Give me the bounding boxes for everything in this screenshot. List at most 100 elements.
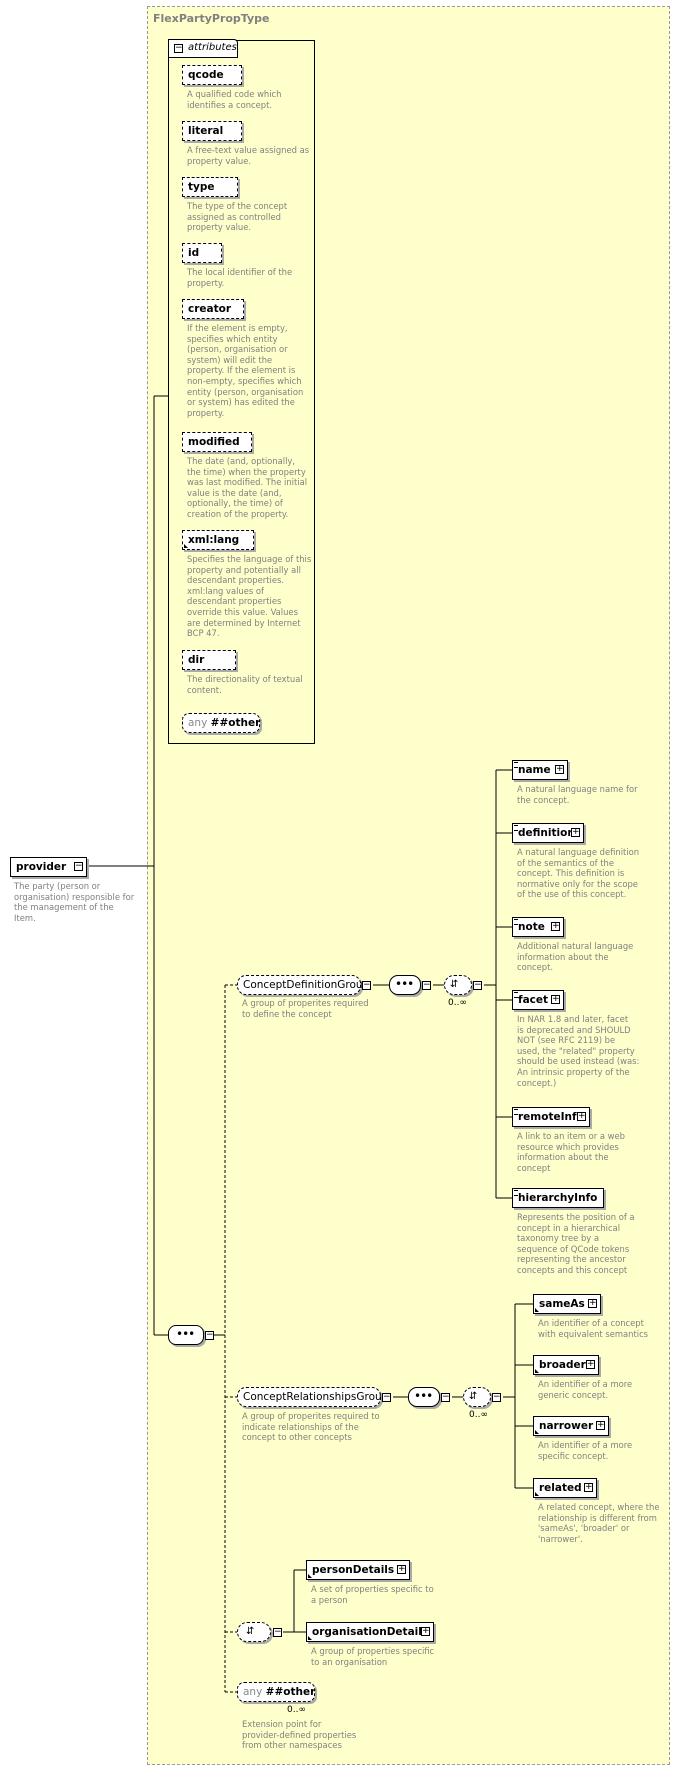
choice-compositor[interactable]: ⇵ bbox=[463, 1387, 491, 1407]
element-name[interactable]: name bbox=[512, 760, 568, 780]
attribute-id[interactable]: id bbox=[182, 243, 222, 263]
attribute-type[interactable]: type bbox=[182, 177, 238, 197]
reference-icon bbox=[308, 1636, 312, 1640]
element-personDetails[interactable]: personDetails bbox=[306, 1560, 410, 1580]
collapse-icon[interactable]: − bbox=[473, 980, 482, 990]
description-line: concept in a hierarchical bbox=[517, 1222, 621, 1233]
group-name: ConceptRelationshipsGroup bbox=[243, 1391, 389, 1403]
element-name: type bbox=[188, 181, 215, 193]
element-description: The date (and, optionally,the time) when… bbox=[187, 456, 307, 520]
element-hierarchyInfo[interactable]: hierarchyInfo bbox=[512, 1188, 604, 1208]
element-name: qcode bbox=[188, 69, 224, 81]
collapse-icon[interactable]: − bbox=[205, 1330, 214, 1340]
collapse-icon[interactable]: − bbox=[273, 1627, 282, 1637]
description-line: (person, organisation or bbox=[187, 344, 288, 355]
description-line: normative only for the scope bbox=[517, 878, 638, 889]
description-line: organisation) responsible for bbox=[14, 891, 135, 902]
element-name: note bbox=[518, 921, 545, 933]
description-line: A group of properties specific bbox=[311, 1646, 435, 1656]
collapse-icon[interactable]: − bbox=[422, 980, 431, 990]
sequence-compositor[interactable]: ••• bbox=[168, 1325, 204, 1345]
extension-any-other[interactable]: any ##other bbox=[237, 1682, 315, 1702]
description-line: with equivalent semantics bbox=[538, 1328, 649, 1339]
attribute-creator[interactable]: creator bbox=[182, 299, 244, 319]
description-line: descendant properties bbox=[187, 596, 282, 607]
expand-icon[interactable]: + bbox=[397, 1564, 406, 1574]
expand-icon[interactable]: + bbox=[584, 1482, 593, 1492]
expand-icon[interactable]: + bbox=[588, 1298, 597, 1308]
expand-icon[interactable]: + bbox=[551, 994, 560, 1004]
description-line: The type of the concept bbox=[187, 201, 288, 211]
content-icon bbox=[514, 825, 518, 831]
reference-icon bbox=[535, 1308, 539, 1312]
attribute-qcode[interactable]: qcode bbox=[182, 65, 242, 85]
collapse-icon[interactable]: − bbox=[174, 43, 183, 53]
element-organisationDetails[interactable]: organisationDetails bbox=[306, 1622, 434, 1642]
collapse-icon[interactable]: − bbox=[74, 861, 83, 871]
collapse-icon[interactable]: − bbox=[441, 1392, 450, 1402]
description-line: concept. This definition is bbox=[517, 868, 625, 879]
expand-icon[interactable]: + bbox=[596, 1420, 605, 1430]
description-line: A group of properites required to bbox=[242, 1411, 380, 1421]
description-line: of the use of this concept. bbox=[517, 889, 627, 900]
element-name: remoteInfo bbox=[518, 1111, 584, 1123]
sequence-icon: ••• bbox=[414, 1389, 433, 1403]
root-element-provider[interactable]: provider − bbox=[10, 857, 87, 877]
expand-icon[interactable]: + bbox=[586, 1359, 595, 1369]
description-line: property and potentially all bbox=[187, 564, 301, 575]
attribute-dir[interactable]: dir bbox=[182, 650, 236, 670]
expand-icon[interactable]: + bbox=[577, 1111, 586, 1121]
description-line: assigned as controlled bbox=[187, 211, 281, 222]
description-line: concept.) bbox=[517, 1077, 557, 1088]
element-sameAs[interactable]: sameAs bbox=[533, 1294, 601, 1314]
group-concept-definition[interactable]: ConceptDefinitionGroup bbox=[237, 975, 369, 995]
element-definition[interactable]: definition bbox=[512, 823, 584, 843]
expand-icon[interactable]: + bbox=[551, 921, 560, 931]
description-line: or system) has edited the bbox=[187, 397, 295, 408]
description-line: property. bbox=[187, 277, 225, 288]
element-broader[interactable]: broader bbox=[533, 1355, 599, 1375]
element-narrower[interactable]: narrower bbox=[533, 1416, 609, 1436]
description-line: sequence of QCode tokens bbox=[517, 1243, 630, 1254]
element-remoteInfo[interactable]: remoteInfo bbox=[512, 1107, 590, 1127]
expand-icon[interactable]: + bbox=[571, 827, 580, 837]
attribute-xml-lang[interactable]: xml:lang bbox=[182, 530, 254, 550]
choice-compositor[interactable]: ⇵ bbox=[237, 1622, 271, 1642]
collapse-icon[interactable]: − bbox=[362, 980, 371, 990]
attribute-modified[interactable]: modified bbox=[182, 432, 252, 452]
attribute-literal[interactable]: literal bbox=[182, 121, 242, 141]
description-line: The local identifier of the bbox=[187, 267, 293, 277]
collapse-icon[interactable]: − bbox=[382, 1392, 391, 1402]
description-line: relationship is different from bbox=[538, 1512, 657, 1523]
description-line: generic concept. bbox=[538, 1389, 609, 1400]
description-line: to an organisation bbox=[311, 1656, 388, 1667]
content-icon bbox=[514, 1190, 518, 1196]
description-line: entity (person, organisation bbox=[187, 386, 304, 397]
attributes-tab[interactable]: − bbox=[168, 39, 238, 58]
sequence-compositor[interactable]: ••• bbox=[389, 975, 421, 995]
group-concept-relationships[interactable]: ConceptRelationshipsGroup bbox=[237, 1387, 388, 1407]
description-line: concept. bbox=[517, 962, 554, 973]
attr-any-other[interactable]: any ##other bbox=[182, 713, 260, 733]
collapse-icon[interactable]: − bbox=[492, 1392, 501, 1402]
description-line: property value. bbox=[187, 155, 252, 166]
sequence-compositor[interactable]: ••• bbox=[408, 1387, 440, 1407]
expand-icon[interactable]: + bbox=[555, 764, 564, 774]
expand-icon[interactable]: + bbox=[421, 1626, 430, 1636]
description-line: the time) when the property bbox=[187, 466, 306, 477]
description-line: information about the bbox=[517, 951, 609, 962]
description-line: 'narrower'. bbox=[538, 1533, 583, 1544]
choice-compositor[interactable]: ⇵ bbox=[444, 975, 472, 995]
element-name: modified bbox=[188, 436, 240, 448]
element-related[interactable]: related bbox=[533, 1478, 597, 1498]
element-name: name bbox=[518, 764, 551, 776]
description-line: resource which provides bbox=[517, 1141, 619, 1152]
